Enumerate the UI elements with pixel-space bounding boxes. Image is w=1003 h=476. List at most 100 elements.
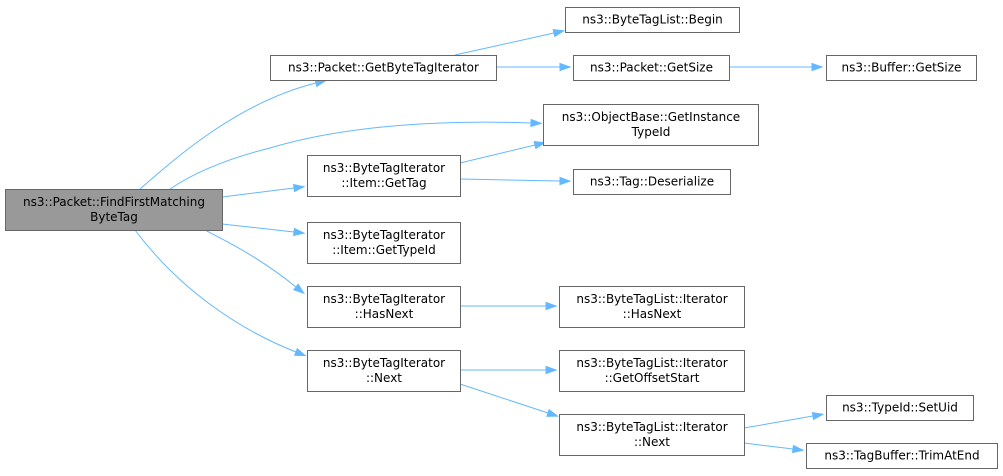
edge-line bbox=[221, 223, 295, 233]
node-label-line: ::Item::GetTypeId bbox=[332, 243, 436, 257]
node-box[interactable] bbox=[559, 414, 745, 456]
node-label-line: ns3::ByteTagIterator bbox=[323, 228, 445, 242]
node-itemGetTypeId[interactable]: ns3::ByteTagIterator::Item::GetTypeId bbox=[307, 222, 461, 264]
edge-line bbox=[459, 144, 536, 164]
node-byteTagListBegin[interactable]: ns3::ByteTagList::Begin bbox=[565, 7, 740, 33]
arrowhead bbox=[559, 176, 572, 186]
arrowhead bbox=[292, 183, 306, 193]
node-label-line: ::Next bbox=[366, 371, 402, 385]
edge-root-to-iterNext bbox=[134, 229, 307, 357]
node-listIterHasNext[interactable]: ns3::ByteTagList::Iterator::HasNext bbox=[559, 286, 745, 328]
node-label-line: ns3::Packet::GetSize bbox=[590, 61, 713, 75]
node-box[interactable] bbox=[559, 350, 745, 392]
node-getByteTagIterator[interactable]: ns3::Packet::GetByteTagIterator bbox=[270, 55, 497, 81]
node-label-line: ::HasNext bbox=[355, 307, 414, 321]
node-label-line: ::GetOffsetStart bbox=[605, 371, 700, 385]
edge-itemGetTag-to-tagDeserialize bbox=[459, 176, 572, 186]
arrowhead bbox=[546, 408, 559, 417]
edge-iterHasNext-to-listIterHasNext bbox=[460, 301, 558, 311]
node-box[interactable] bbox=[559, 286, 745, 328]
edge-getByteTagIterator-to-byteTagListBegin bbox=[454, 29, 566, 56]
node-label-line: TypeId bbox=[631, 125, 671, 139]
edges-layer bbox=[134, 29, 825, 454]
edge-line bbox=[204, 229, 297, 288]
node-tagDeserialize[interactable]: ns3::Tag::Deserialize bbox=[573, 169, 731, 195]
node-label-line: ns3::ByteTagIterator bbox=[323, 161, 445, 175]
edge-root-to-getByteTagIterator bbox=[139, 79, 328, 190]
node-label-line: ByteTag bbox=[90, 210, 138, 224]
node-itemGetTag[interactable]: ns3::ByteTagIterator::Item::GetTag bbox=[307, 155, 461, 197]
arrowhead bbox=[533, 141, 547, 150]
node-iterHasNext[interactable]: ns3::ByteTagIterator::HasNext bbox=[307, 286, 461, 328]
edge-listIterNext-to-typeIdSetUid bbox=[743, 411, 825, 429]
edge-line bbox=[169, 121, 532, 190]
edge-root-to-itemGetTypeId bbox=[221, 223, 306, 237]
edge-line bbox=[134, 229, 297, 353]
node-label-line: ::Item::GetTag bbox=[341, 176, 426, 190]
arrowhead bbox=[811, 411, 825, 421]
node-box[interactable] bbox=[826, 55, 977, 81]
node-box[interactable] bbox=[826, 395, 974, 421]
node-label-line: ns3::Buffer::GetSize bbox=[842, 61, 962, 75]
node-tagBufferTrimAtEnd[interactable]: ns3::TagBuffer::TrimAtEnd bbox=[806, 443, 998, 469]
arrowhead bbox=[293, 227, 306, 237]
arrowhead bbox=[292, 283, 305, 295]
node-listIterGetOffsetStart[interactable]: ns3::ByteTagList::Iterator::GetOffsetSta… bbox=[559, 350, 745, 392]
node-label-line: ns3::ObjectBase::GetInstance bbox=[562, 110, 740, 124]
node-label-line: ns3::Packet::FindFirstMatching bbox=[23, 195, 205, 209]
edge-line bbox=[743, 442, 794, 450]
node-label-line: ns3::Tag::Deserialize bbox=[590, 175, 714, 189]
node-label-line: ns3::ByteTagIterator bbox=[323, 356, 445, 370]
edge-listIterNext-to-tagBufferTrimAtEnd bbox=[743, 442, 805, 454]
node-box[interactable] bbox=[307, 222, 461, 264]
node-label-line: ::Next bbox=[634, 435, 670, 449]
edge-root-to-itemGetTag bbox=[221, 183, 306, 198]
arrowhead bbox=[811, 62, 824, 72]
edge-line bbox=[139, 82, 317, 190]
node-typeIdSetUid[interactable]: ns3::TypeId::SetUid bbox=[826, 395, 974, 421]
node-box[interactable] bbox=[543, 104, 759, 146]
node-label-line: ns3::ByteTagList::Iterator bbox=[576, 420, 727, 434]
node-listIterNext[interactable]: ns3::ByteTagList::Iterator::Next bbox=[559, 414, 745, 456]
edge-line bbox=[743, 415, 814, 429]
node-packetGetSize[interactable]: ns3::Packet::GetSize bbox=[573, 55, 730, 81]
node-box[interactable] bbox=[307, 286, 461, 328]
node-label-line: ns3::ByteTagList::Iterator bbox=[576, 292, 727, 306]
edge-packetGetSize-to-bufferGetSize bbox=[729, 62, 824, 72]
edge-itemGetTag-to-objectBaseGetInstanceTypeId bbox=[459, 141, 547, 164]
node-box[interactable] bbox=[270, 55, 497, 81]
arrowhead bbox=[559, 62, 572, 72]
arrowhead bbox=[545, 301, 558, 311]
node-box[interactable] bbox=[565, 7, 740, 33]
node-label-line: ns3::ByteTagList::Iterator bbox=[576, 356, 727, 370]
edge-line bbox=[221, 187, 295, 198]
node-box[interactable] bbox=[573, 169, 731, 195]
arrowhead bbox=[545, 365, 558, 375]
node-label-line: ns3::TypeId::SetUid bbox=[842, 401, 958, 415]
edge-line bbox=[454, 32, 555, 56]
node-label-line: ns3::Packet::GetByteTagIterator bbox=[288, 61, 479, 75]
edge-line bbox=[459, 178, 561, 182]
edge-root-to-objectBaseGetInstanceTypeId bbox=[169, 118, 543, 190]
node-box[interactable] bbox=[5, 189, 223, 231]
node-iterNext[interactable]: ns3::ByteTagIterator::Next bbox=[307, 350, 461, 392]
node-box[interactable] bbox=[573, 55, 730, 81]
node-label-line: ns3::ByteTagIterator bbox=[323, 292, 445, 306]
edge-iterNext-to-listIterGetOffsetStart bbox=[460, 365, 558, 375]
node-bufferGetSize[interactable]: ns3::Buffer::GetSize bbox=[826, 55, 977, 81]
edge-line bbox=[459, 383, 549, 414]
arrowhead bbox=[293, 347, 307, 357]
node-box[interactable] bbox=[307, 155, 461, 197]
node-box[interactable] bbox=[307, 350, 461, 392]
arrowhead bbox=[530, 118, 543, 128]
node-box[interactable] bbox=[806, 443, 998, 469]
node-label-line: ns3::TagBuffer::TrimAtEnd bbox=[824, 449, 979, 463]
node-label-line: ns3::ByteTagList::Begin bbox=[582, 13, 723, 27]
edge-getByteTagIterator-to-packetGetSize bbox=[496, 62, 572, 72]
arrowhead bbox=[552, 29, 566, 38]
edge-iterNext-to-listIterNext bbox=[459, 383, 559, 417]
edge-root-to-iterHasNext bbox=[204, 229, 305, 295]
